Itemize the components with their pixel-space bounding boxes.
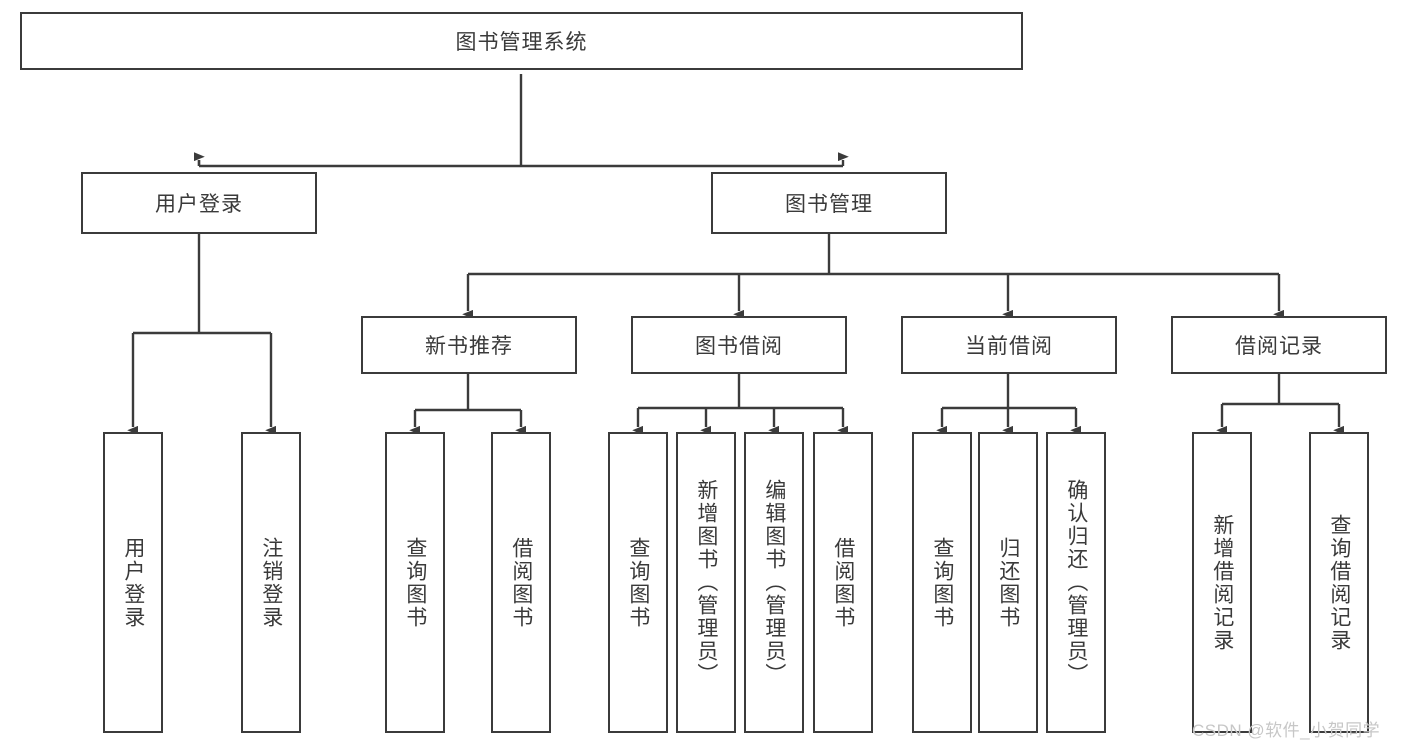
node-label: 查询图书 (930, 536, 954, 629)
leaf-query-book-current[interactable]: 查询图书 (912, 432, 972, 733)
leaf-borrow-book[interactable]: 借阅图书 (813, 432, 873, 733)
leaf-confirm-return-admin[interactable]: 确认归还（管理员） (1046, 432, 1106, 733)
node-label: 注销登录 (259, 536, 283, 629)
node-label: 确认归还（管理员） (1064, 479, 1088, 686)
node-label: 图书管理系统 (455, 31, 588, 54)
node-label: 新增图书（管理员） (694, 479, 718, 686)
leaf-add-book-admin[interactable]: 新增图书（管理员） (676, 432, 736, 733)
leaf-logout[interactable]: 注销登录 (241, 432, 301, 733)
leaf-query-borrow-record[interactable]: 查询借阅记录 (1309, 432, 1369, 733)
leaf-query-book-recommend[interactable]: 查询图书 (385, 432, 445, 733)
node-label: 用户登录 (121, 536, 145, 629)
leaf-return-book[interactable]: 归还图书 (978, 432, 1038, 733)
node-user-login[interactable]: 用户登录 (81, 172, 317, 234)
node-label: 用户登录 (155, 193, 243, 216)
node-label: 新增借阅记录 (1210, 513, 1234, 652)
node-label: 查询图书 (626, 536, 650, 629)
leaf-user-login[interactable]: 用户登录 (103, 432, 163, 733)
node-book-borrow[interactable]: 图书借阅 (631, 316, 847, 374)
node-current-borrow[interactable]: 当前借阅 (901, 316, 1117, 374)
node-label: 图书管理 (785, 193, 873, 216)
node-label: 图书借阅 (695, 335, 783, 358)
node-label: 编辑图书（管理员） (762, 479, 786, 686)
node-label: 查询借阅记录 (1327, 513, 1351, 652)
leaf-query-book-borrow[interactable]: 查询图书 (608, 432, 668, 733)
leaf-borrow-book-recommend[interactable]: 借阅图书 (491, 432, 551, 733)
node-label: 借阅图书 (831, 536, 855, 629)
leaf-add-borrow-record[interactable]: 新增借阅记录 (1192, 432, 1252, 733)
node-root-system[interactable]: 图书管理系统 (20, 12, 1023, 70)
node-book-management[interactable]: 图书管理 (711, 172, 947, 234)
csdn-watermark: CSDN @软件_小贺同学 (1192, 721, 1381, 740)
node-label: 借阅记录 (1235, 335, 1323, 358)
node-label: 借阅图书 (509, 536, 533, 629)
leaf-edit-book-admin[interactable]: 编辑图书（管理员） (744, 432, 804, 733)
node-label: 归还图书 (996, 536, 1020, 629)
node-label: 当前借阅 (965, 335, 1053, 358)
node-new-book-recommend[interactable]: 新书推荐 (361, 316, 577, 374)
node-label: 新书推荐 (425, 335, 513, 358)
node-borrow-record[interactable]: 借阅记录 (1171, 316, 1387, 374)
node-label: 查询图书 (403, 536, 427, 629)
